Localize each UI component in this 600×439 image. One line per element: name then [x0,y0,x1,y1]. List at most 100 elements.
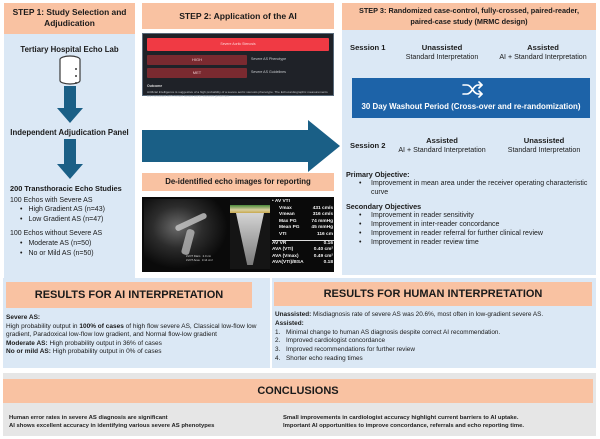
session-col-sub: Standard Interpretation [507,145,581,154]
conclusion-item: Small improvements in cardiologist accur… [283,415,519,421]
list-item: 2.Improved cardiologist concordance [275,337,386,345]
meas-label: AVA(VTI)/BSA [272,260,304,266]
step1-header: STEP 1: Study Selection and Adjudication [4,3,135,34]
session-col-title: Assisted [426,136,458,145]
database-icon [59,55,81,85]
meas-value: 0.49 cm² [313,253,333,259]
conclusions-left: Human error rates in severe AS diagnosis… [9,415,214,430]
conclusion-item: Human error rates in severe AS diagnosis… [9,415,168,421]
studies-title: 200 Transthoracic Echo Studies [10,184,122,193]
ai-result-banner: Severe Aortic Stenosis [147,38,329,51]
doppler-trace [230,199,270,269]
session-col-title: Unassisted [421,43,463,52]
unassisted-text: Unassisted: Misdiagnosis rate of severe … [275,311,544,318]
session-col-sub: Standard Interpretation [405,52,479,61]
results-ai-body: Severe AS: High probability output in 10… [6,314,268,357]
meas-label: Max PG [279,218,297,224]
list-item: Moderate AS (n=50) [20,239,138,249]
meas-value: 116 cm [316,231,333,237]
adjudication-panel-title: Independent Adjudication Panel [10,128,129,137]
list-item: Improvement in reader review time [359,238,594,247]
ai-output-panel: Severe Aortic Stenosis HIGH Severe AS Ph… [142,33,334,98]
severe-label: Severe AS: [6,314,41,321]
step3-panel: STEP 3: Randomized case-control, fully-c… [342,3,596,275]
results-human-panel: RESULTS FOR HUMAN INTERPRETATION Unassis… [272,278,596,368]
assisted-label: Assisted: [275,319,304,327]
meas-label: Vmean [279,212,295,218]
moderate-text: Moderate AS: High probability output in … [6,339,162,347]
step1-header-line2: Adjudication [44,18,95,28]
session2-unassisted: Unassisted Standard Interpretation [496,136,592,155]
arrow-down-icon [57,86,83,123]
objectives: Primary Objective: Improvement in mean a… [346,170,594,248]
session2-label: Session 2 [350,141,386,150]
severe-group-title: 100 Echos with Severe AS [10,196,93,204]
step3-header-line2: paired-case study (MRMC design) [410,16,528,26]
list-item: Improvement in mean area under the recei… [359,179,594,197]
secondary-objectives-list: Improvement in reader sensitivity Improv… [346,211,594,248]
list-item: No or Mild AS (n=50) [20,249,138,259]
list-item: High Gradient AS (n=43) [20,205,138,215]
echo-lab-title: Tertiary Hospital Echo Lab [20,45,119,54]
meas-label: AVA (VTI) [272,247,294,253]
session1-label: Session 1 [350,43,386,52]
conclusion-item: AI shows excellent accuracy in identifyi… [9,422,215,429]
echo-2d-view: LVOT Diam 2.0 cm LVOT Area 3.14 cm² [144,199,228,269]
session-col-sub: AI + Standard Interpretation [499,52,587,61]
session-col-title: Assisted [527,43,559,52]
echo-measurements: • AV VTI Vmax 431 cm/s Vmean 316 cm/s Max … [272,199,334,270]
primary-objective-list: Improvement in mean area under the recei… [346,179,594,197]
results-human-body: Unassisted: Misdiagnosis rate of severe … [275,311,593,364]
step2-header: STEP 2: Application of the AI [142,3,334,29]
meas-value: 74 mmHg [311,218,333,224]
list-item: Improvement in reader sensitivity [359,211,594,220]
outcome-title: Outcome [147,84,163,88]
step3-header: STEP 3: Randomized case-control, fully-c… [342,3,596,30]
mild-text: No or mild AS: High probability output i… [6,348,162,356]
lvot-measurements: LVOT Diam 2.0 cm LVOT Area 3.14 cm² [186,254,213,262]
meas-value: 316 cm/s [312,212,333,218]
session-col-sub: AI + Standard Interpretation [398,145,486,154]
deid-header: De-identified echo images for reporting [142,173,334,191]
list-item: Improvement in inter-reader concordance [359,220,594,229]
session1-unassisted: Unassisted Standard Interpretation [392,43,492,62]
secondary-objectives-title: Secondary Objectives [346,201,422,211]
echo-title: • AV VTI [272,199,290,204]
step1-panel: STEP 1: Study Selection and Adjudication… [4,3,135,279]
list-item: 1.Minimal change to human AS diagnosis d… [275,328,501,336]
list-item: Low Gradient AS (n=47) [20,215,138,225]
meas-value: 45 mmHg [311,225,333,231]
results-human-header: RESULTS FOR HUMAN INTERPRETATION [274,282,592,306]
phenotype-label: Severe AS Phenotype [251,57,287,61]
meas-label: VTI [279,231,287,237]
severe-group-list: High Gradient AS (n=43) Low Gradient AS … [10,205,138,224]
meas-value: 431 cm/s [312,205,333,211]
conclusions-panel: CONCLUSIONS Human error rates in severe … [3,373,596,436]
results-ai-panel: RESULTS FOR AI INTERPRETATION Severe AS:… [3,278,270,368]
session2-assisted: Assisted AI + Standard Interpretation [390,136,494,155]
list-item: 3.Improved recommendations for further r… [275,346,415,354]
non-severe-group-title: 100 Echos without Severe AS [10,230,103,238]
primary-objective-title: Primary Objective: [346,170,410,179]
conclusions-right: Small improvements in cardiologist accur… [283,415,524,430]
meas-label: Mean PG [279,225,300,231]
arrow-down-icon [57,139,83,179]
step1-header-line1: STEP 1: Study Selection and [12,7,127,17]
conclusions-header: CONCLUSIONS [3,379,593,403]
washout-text: 30 Day Washout Period (Cross-over and re… [361,102,581,111]
non-severe-group-list: Moderate AS (n=50) No or Mild AS (n=50) [10,239,138,258]
meas-value: 0.18 [323,260,333,266]
step3-header-line1: STEP 3: Randomized case-control, fully-c… [358,6,580,15]
list-item: Improvement in reader referral for furth… [359,229,594,238]
conclusion-item: Important AI opportunities to improve co… [283,422,525,429]
meas-label: AV VR [272,240,287,246]
meas-label: Vmax [279,205,292,211]
washout-period-box: 30 Day Washout Period (Cross-over and re… [352,78,590,118]
studies-summary: 200 Transthoracic Echo Studies 100 Echos… [10,184,138,258]
shuffle-icon [462,81,483,98]
session1-assisted: Assisted AI + Standard Interpretation [490,43,596,62]
session-col-title: Unassisted [523,136,565,145]
meas-value: 0.40 cm² [313,247,333,253]
echo-image: LVOT Diam 2.0 cm LVOT Area 3.14 cm² • AV… [142,197,334,272]
guidelines-pill: MET [147,68,247,78]
